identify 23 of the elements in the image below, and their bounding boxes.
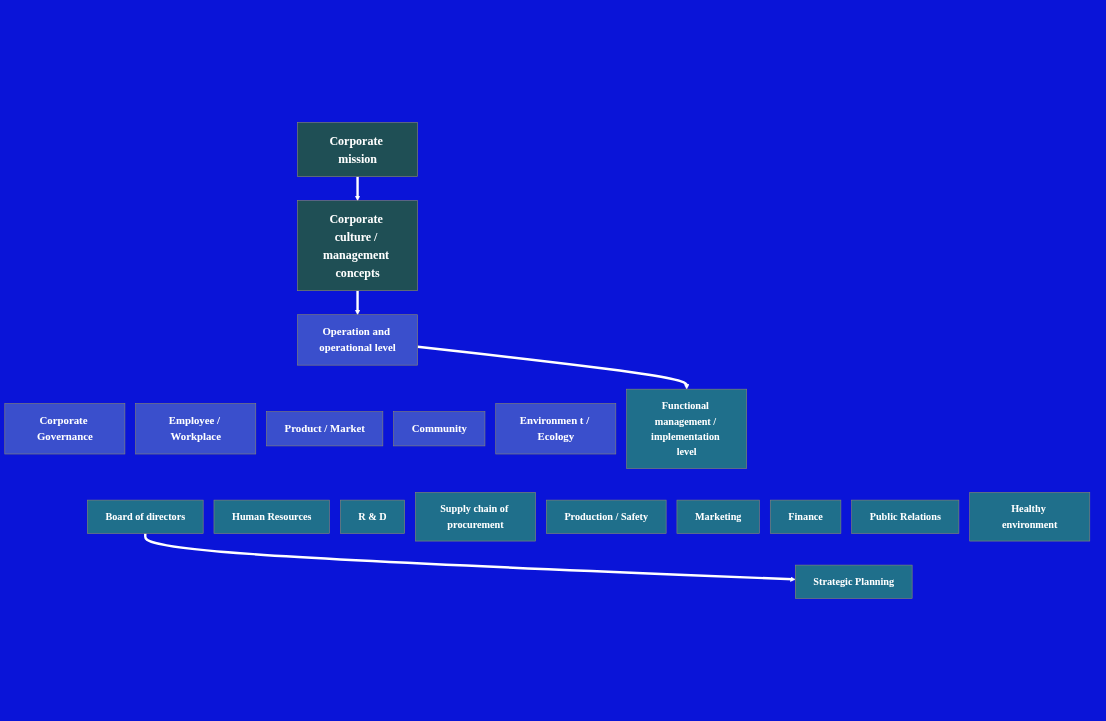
node-box: Production / Safety [546,499,667,534]
node-box: Corporate mission [297,122,418,177]
node-box: Supply chain of procurement [415,492,536,542]
node-box: Marketing [676,499,760,534]
node-box: Operation and operational level [297,314,418,366]
arrow [354,290,361,315]
arrow [144,533,796,582]
node-box: Community [393,411,486,447]
node-box: Public Relations [851,499,960,534]
arrow [354,176,361,201]
node-box: Healthy environment [969,492,1091,542]
node-box: Corporate culture / management concepts [297,200,418,291]
node-box: Corporate Governance [4,403,126,455]
node-box: Human Resources [213,499,330,534]
node-box: Product / Market [266,411,384,447]
node-box: Board of directors [87,499,204,534]
arrow [417,345,690,390]
node-box: Strategic Planning [795,564,913,599]
node-box: Functional management / implementation level [626,388,747,469]
node-box: Employee / Workplace [135,403,257,455]
node-box: R & D [340,499,405,534]
node-box: Environmen t / Ecology [495,403,617,455]
node-box: Finance [769,499,842,534]
